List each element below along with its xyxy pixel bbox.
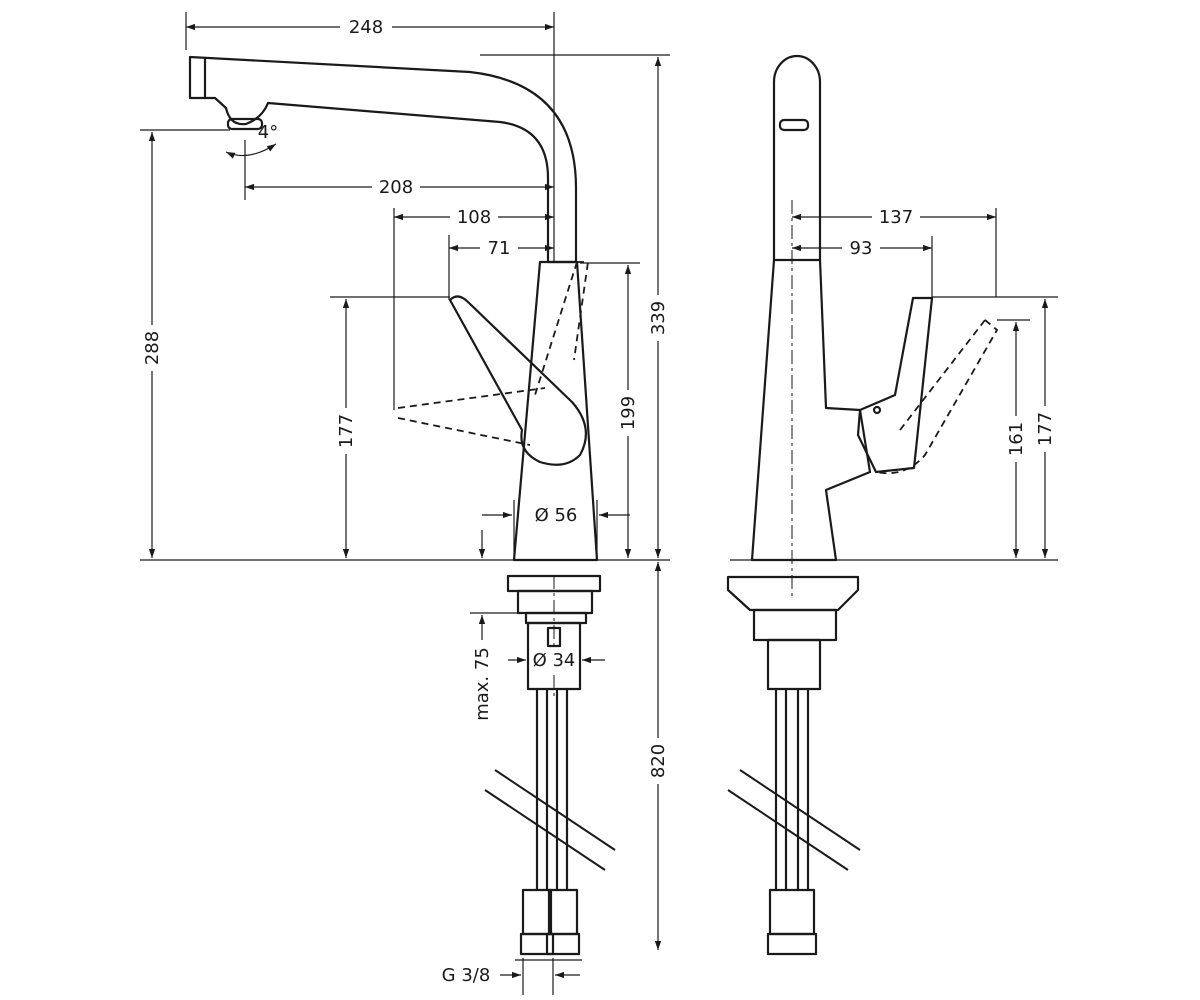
lever-alt-position-raised — [534, 261, 590, 396]
front-view: 248 208 4° 108 71 288 177 199 339 820 Ø … — [140, 12, 670, 995]
lever-handle — [448, 295, 588, 466]
mounting-ring-side — [752, 608, 838, 642]
side-dimension-labels: 137 93 161 177 — [842, 205, 1057, 462]
dim-side-lever-height-min: 161 — [1006, 422, 1027, 456]
lever-hinge — [872, 405, 882, 415]
spout-column — [772, 54, 822, 262]
dim-total-height: 339 — [648, 301, 669, 335]
dim-spout-height: 288 — [142, 331, 163, 365]
front-extension-lines — [140, 12, 670, 995]
mounting-ring — [516, 589, 594, 615]
hose-break-lines — [484, 769, 616, 871]
mounting-shank-side — [766, 638, 822, 691]
hose-break-lines-side — [727, 769, 861, 871]
dim-shank-diameter: Ø 34 — [533, 650, 576, 671]
hose-nut-side — [766, 932, 818, 956]
hose-nut-right — [545, 932, 581, 956]
hose-nut-left — [519, 932, 555, 956]
dim-side-lever-height-max: 177 — [1035, 412, 1056, 446]
dim-aerator-reach: 208 — [379, 177, 413, 198]
dim-side-lever-depth-min: 93 — [850, 238, 873, 259]
dim-base-diameter: Ø 56 — [535, 505, 578, 526]
front-dimension-lines — [148, 23, 662, 979]
lever-alt-position-side — [875, 319, 999, 475]
dim-spout-angle: 4° — [258, 122, 278, 143]
mounting-thread — [524, 611, 588, 625]
side-dimension-lines — [792, 213, 1049, 558]
front-dimension-labels: 248 208 4° 108 71 288 177 199 339 820 Ø … — [140, 15, 670, 986]
lever-handle-side — [856, 296, 934, 474]
supply-hoses-side — [766, 687, 818, 956]
hose-connector-left — [521, 888, 553, 936]
side-view: 137 93 161 177 — [726, 54, 1058, 956]
hose-connector-side — [768, 888, 816, 936]
dim-lever-reach-min: 71 — [488, 238, 511, 259]
aerator — [226, 117, 264, 131]
aerator-side — [778, 118, 810, 132]
dim-side-lever-depth-max: 137 — [879, 207, 913, 228]
dim-lever-reach-max: 108 — [457, 207, 491, 228]
faucet-body-side — [750, 258, 872, 562]
dim-lever-height-front: 177 — [336, 414, 357, 448]
dim-mounting-thickness: max. 75 — [472, 647, 493, 721]
hose-connector-right — [547, 888, 579, 936]
dim-thread-size: G 3/8 — [442, 965, 491, 986]
lever-alt-position-low — [397, 387, 546, 446]
dim-body-height: 199 — [618, 396, 639, 430]
supply-hoses — [519, 687, 581, 956]
deck-plate-side — [726, 575, 860, 612]
side-extension-lines — [791, 200, 1058, 600]
dim-hose-length: 820 — [648, 744, 669, 778]
dim-spout-reach: 248 — [349, 17, 383, 38]
spout-outline — [188, 55, 578, 264]
